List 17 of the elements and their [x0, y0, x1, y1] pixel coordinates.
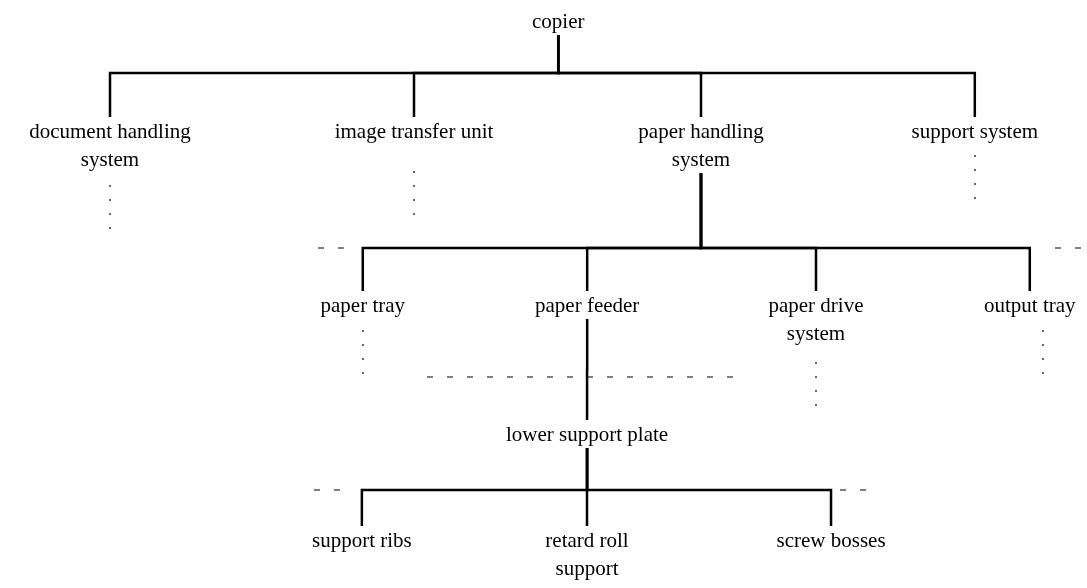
tree-connector [557, 35, 977, 117]
node-label: image transfer unit [333, 118, 495, 145]
tree-connector [585, 448, 833, 526]
node-label: support ribs [312, 527, 412, 554]
node-label: output tray [984, 292, 1076, 319]
node-label: paper tray [320, 292, 406, 319]
node-label: paper handling system [637, 118, 765, 173]
node-label: support system [911, 118, 1039, 145]
tree-connector [585, 319, 589, 420]
node-label: copier [532, 8, 585, 35]
node-label: paper drive system [767, 292, 865, 347]
tree-connector [699, 173, 1032, 291]
node-label: retard roll support [544, 527, 630, 582]
node-label: lower support plate [506, 421, 669, 448]
node-label: paper feeder [535, 292, 640, 319]
node-label: screw bosses [776, 527, 886, 554]
node-label: document handling system [28, 118, 192, 173]
